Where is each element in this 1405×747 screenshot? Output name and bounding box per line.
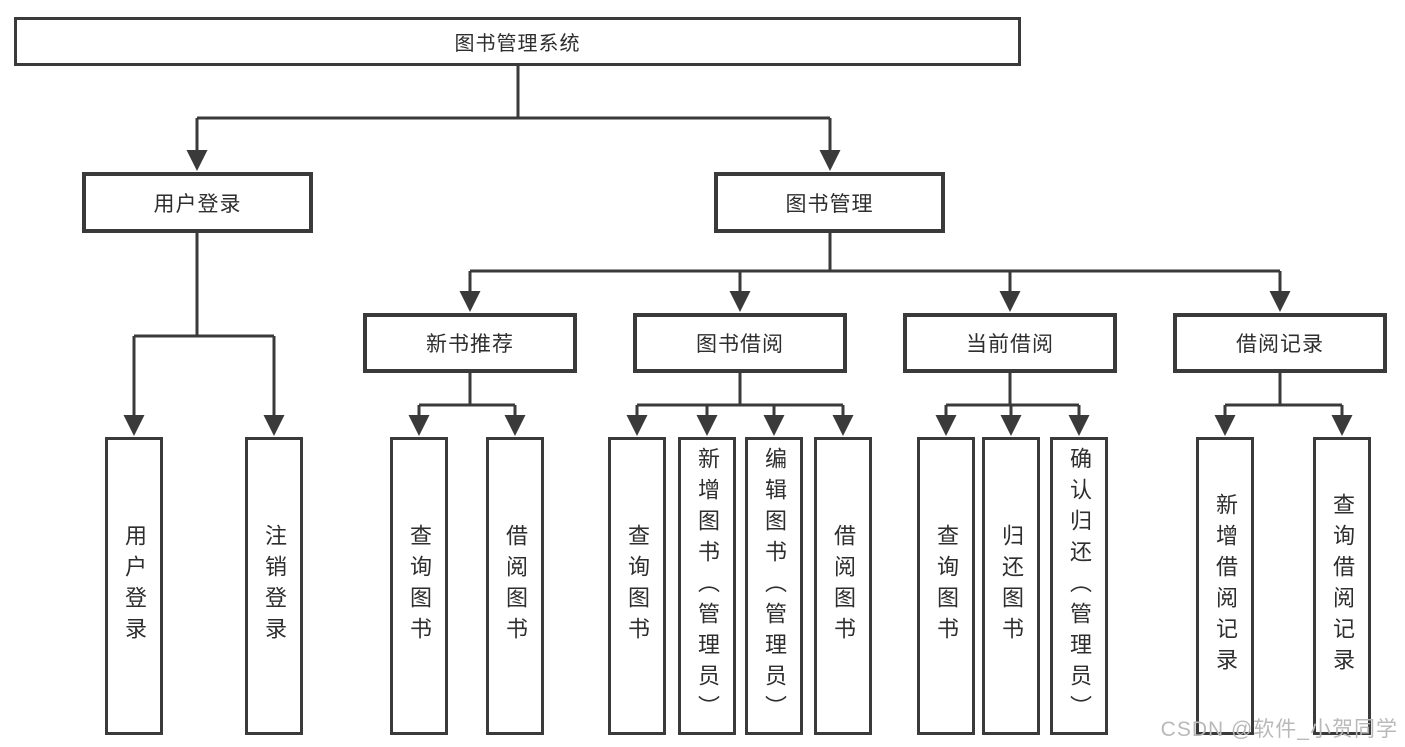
node-book-management: 图书管理: [714, 172, 945, 233]
leaf-query-borrow-record: 查询借阅记录: [1313, 437, 1371, 735]
leaf-borrow-books-recommend: 借阅图书: [486, 437, 544, 735]
leaf-query-books-recommend: 查询图书: [390, 437, 448, 735]
node-user-login: 用户登录: [82, 172, 313, 233]
leaf-edit-book-admin: 编辑图书（管理员）: [745, 437, 803, 735]
node-borrowing-records: 借阅记录: [1173, 313, 1387, 373]
node-library-management-system: 图书管理系统: [14, 17, 1021, 66]
leaf-add-borrow-record: 新增借阅记录: [1196, 437, 1254, 735]
node-new-book-recommendation: 新书推荐: [363, 313, 577, 373]
leaf-query-books-borrow: 查询图书: [608, 437, 666, 735]
leaf-borrow-books: 借阅图书: [814, 437, 872, 735]
node-book-borrowing: 图书借阅: [633, 313, 847, 373]
leaf-return-book: 归还图书: [982, 437, 1040, 735]
leaf-confirm-return-admin: 确认归还（管理员）: [1050, 437, 1108, 735]
leaf-user-login: 用户登录: [105, 437, 163, 735]
csdn-watermark: CSDN @软件_小贺同学: [1160, 718, 1398, 741]
leaf-logout: 注销登录: [245, 437, 303, 735]
leaf-add-book-admin: 新增图书（管理员）: [678, 437, 736, 735]
leaf-query-books-current: 查询图书: [917, 437, 975, 735]
node-current-borrowing: 当前借阅: [903, 313, 1117, 373]
